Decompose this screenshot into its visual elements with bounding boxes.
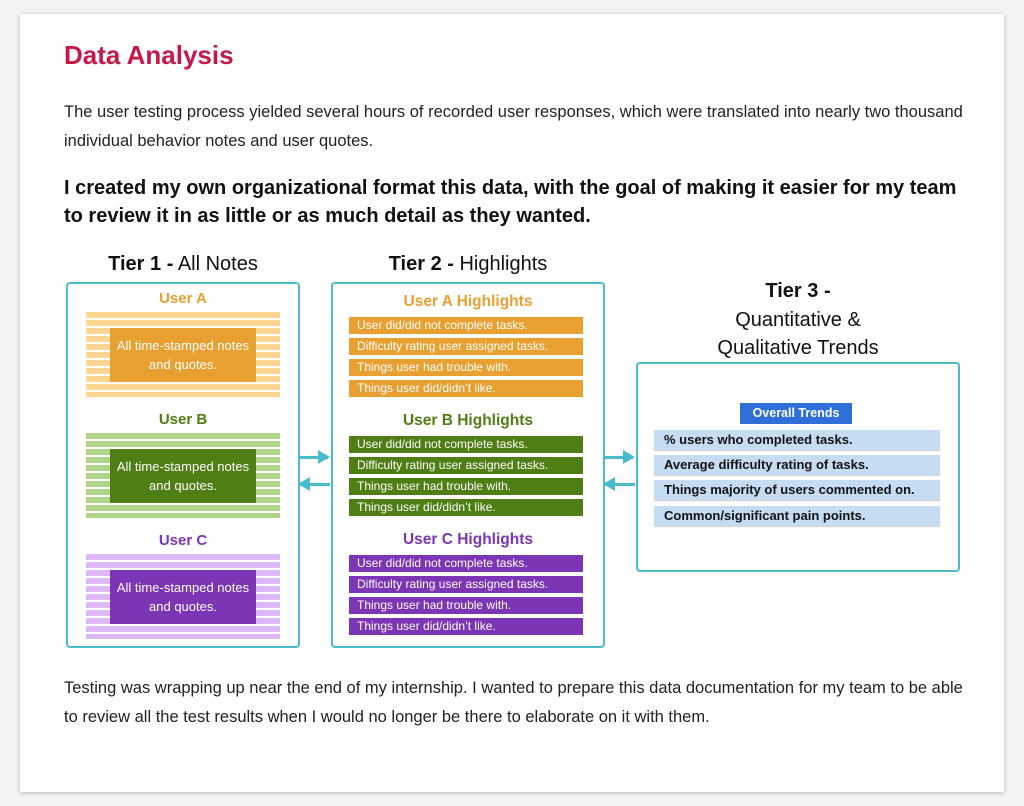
closing-paragraph: Testing was wrapping up near the end of … bbox=[64, 679, 963, 726]
notes-summary: All time-stamped notes and quotes. bbox=[110, 449, 256, 503]
trend-item: Average difficulty rating of tasks. bbox=[654, 455, 940, 475]
tier1-box: User A All time-stamped notes and quotes… bbox=[66, 282, 300, 648]
notes-summary: All time-stamped notes and quotes. bbox=[110, 328, 256, 382]
highlight-item: Things user had trouble with. bbox=[349, 597, 583, 614]
arrow-left-icon bbox=[298, 477, 330, 491]
highlight-item: Things user did/didn’t like. bbox=[349, 380, 583, 397]
tier3-heading: Tier 3 -Quantitative &Qualitative Trends bbox=[717, 280, 879, 359]
trend-item: % users who completed tasks. bbox=[654, 430, 940, 450]
notes-summary: All time-stamped notes and quotes. bbox=[110, 570, 256, 624]
notes-block: All time-stamped notes and quotes. bbox=[86, 433, 280, 518]
user-label: User B bbox=[158, 411, 208, 428]
arrow-left-icon bbox=[603, 477, 635, 491]
highlight-item: Things user did/didn’t like. bbox=[349, 618, 583, 635]
statement-paragraph: I created my own organizational format t… bbox=[64, 177, 957, 227]
notes-block: All time-stamped notes and quotes. bbox=[86, 312, 280, 397]
intro-paragraph: The user testing process yielded several… bbox=[64, 103, 963, 150]
page-title: Data Analysis bbox=[64, 40, 234, 70]
overall-trends-label: Overall Trends bbox=[740, 403, 852, 424]
trend-item: Things majority of users commented on. bbox=[654, 480, 940, 500]
highlight-item: User did/did not complete tasks. bbox=[349, 555, 583, 572]
arrow-right-icon bbox=[603, 450, 635, 464]
arrow-right-icon bbox=[298, 450, 330, 464]
tier2-heading: Tier 2 - Highlights bbox=[388, 253, 548, 275]
highlights-heading: User A Highlights bbox=[403, 293, 533, 310]
highlight-item: User did/did not complete tasks. bbox=[349, 317, 583, 334]
highlight-item: User did/did not complete tasks. bbox=[349, 436, 583, 453]
highlights-heading: User B Highlights bbox=[402, 412, 534, 429]
highlight-item: Things user had trouble with. bbox=[349, 359, 583, 376]
tier1-heading: Tier 1 - All Notes bbox=[108, 253, 258, 275]
trend-item: Common/significant pain points. bbox=[654, 506, 940, 526]
notes-block: All time-stamped notes and quotes. bbox=[86, 554, 280, 639]
tier3-box: Overall Trends % users who completed tas… bbox=[636, 362, 960, 572]
highlights-heading: User C Highlights bbox=[402, 531, 534, 548]
user-label: User A bbox=[159, 290, 207, 307]
highlight-item: Difficulty rating user assigned tasks. bbox=[349, 457, 583, 474]
highlight-item: Things user had trouble with. bbox=[349, 478, 583, 495]
user-label: User C bbox=[158, 532, 208, 549]
highlight-item: Difficulty rating user assigned tasks. bbox=[349, 338, 583, 355]
highlight-item: Difficulty rating user assigned tasks. bbox=[349, 576, 583, 593]
highlight-item: Things user did/didn’t like. bbox=[349, 499, 583, 516]
